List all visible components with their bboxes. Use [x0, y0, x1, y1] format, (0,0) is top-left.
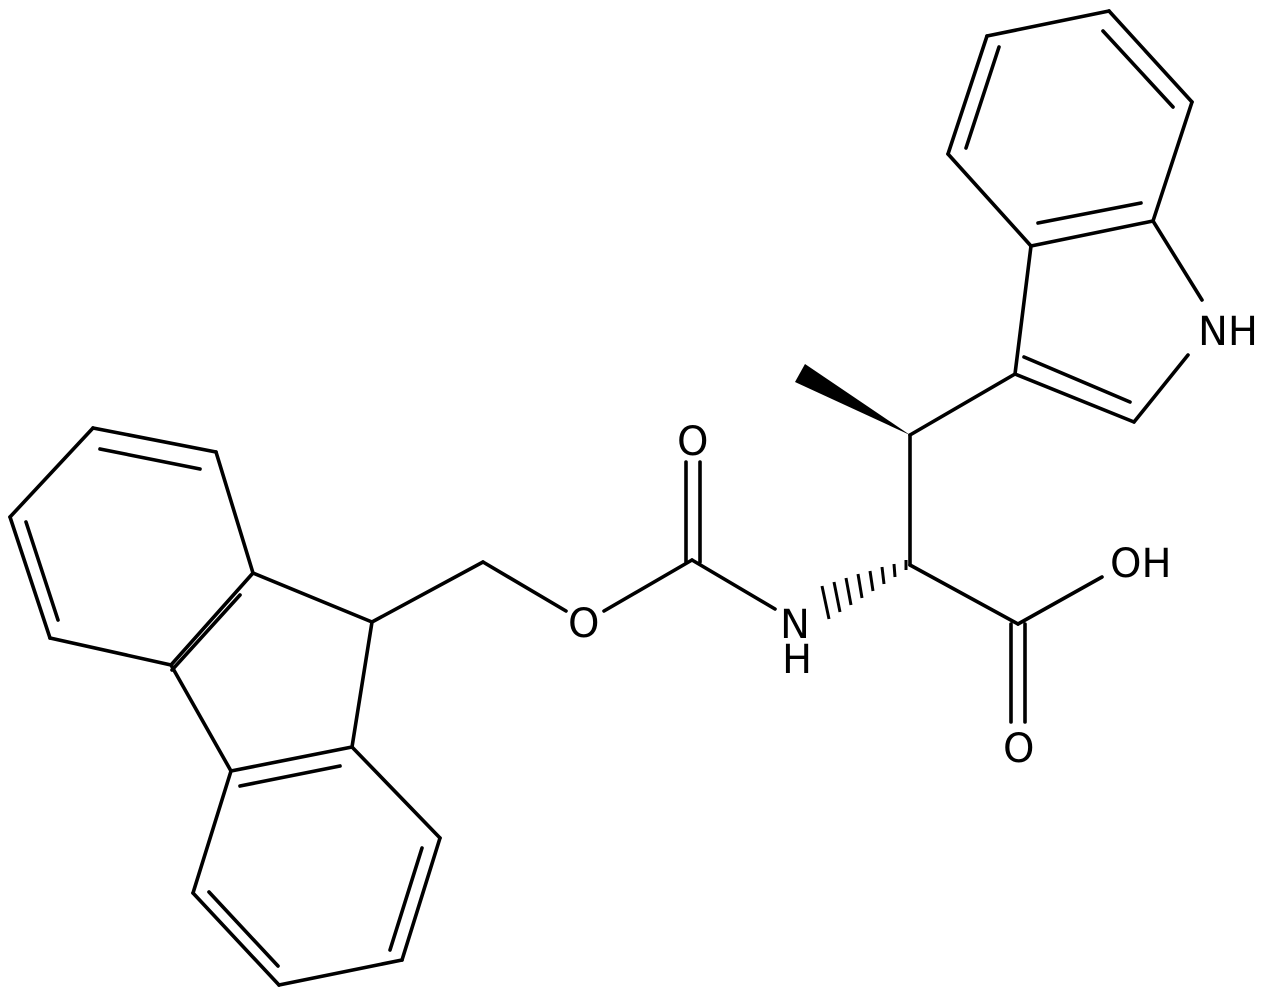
bond: [1107, 9, 1194, 104]
atom-labels: NH OH O O N H O: [568, 309, 1258, 772]
bond: [229, 745, 354, 773]
atom-label-o-carbamate-carbonyl: O: [677, 419, 708, 465]
bond: [238, 764, 342, 788]
bond: [400, 836, 442, 962]
bond: [98, 447, 202, 471]
bond: [191, 769, 233, 895]
bond: [169, 571, 255, 667]
bond: [1132, 353, 1190, 424]
indole-group: [946, 9, 1204, 424]
bond: [964, 45, 1001, 150]
bond: [481, 560, 568, 613]
bond: [350, 745, 442, 840]
atom-label-h-amide: H: [782, 637, 812, 683]
bond: [388, 846, 424, 952]
bond: [1151, 219, 1204, 302]
bond: [191, 891, 281, 987]
bond: [8, 515, 52, 640]
bond: [8, 426, 95, 519]
bond: [602, 558, 694, 613]
bond: [214, 450, 255, 575]
fluorene-group: [8, 426, 442, 987]
atom-label-o-acid-carbonyl: O: [1003, 726, 1034, 772]
bond: [1101, 29, 1175, 109]
atom-label-nh-indole: NH: [1198, 309, 1258, 355]
bond: [908, 372, 1017, 437]
hashed-wedge-bond: [820, 560, 908, 620]
solid-wedge-bond: [795, 364, 910, 435]
bond: [251, 571, 374, 624]
carbamate-group: [370, 460, 777, 624]
bond: [24, 520, 60, 622]
beta-center: [795, 364, 1017, 437]
bond: [946, 152, 1033, 248]
bond: [1013, 244, 1033, 376]
alpha-center: [820, 433, 1104, 724]
bond: [170, 593, 242, 672]
bond: [1016, 575, 1104, 626]
bond: [207, 890, 280, 968]
bond: [350, 620, 374, 749]
bond: [946, 34, 989, 156]
bond: [370, 560, 485, 624]
bond: [169, 663, 233, 773]
atom-label-oh-acid: OH: [1110, 541, 1172, 587]
bond: [48, 636, 173, 667]
bond: [91, 426, 218, 454]
bond: [908, 563, 1020, 626]
bond: [985, 9, 1111, 38]
atom-label-n-amide: N: [780, 602, 810, 648]
bond: [1036, 201, 1143, 225]
bond: [1029, 219, 1155, 248]
atom-label-o-ester: O: [568, 601, 599, 647]
bond: [277, 958, 404, 987]
bond: [1151, 100, 1194, 223]
bond: [1022, 355, 1132, 404]
bond: [690, 558, 777, 611]
bond: [1013, 372, 1136, 424]
